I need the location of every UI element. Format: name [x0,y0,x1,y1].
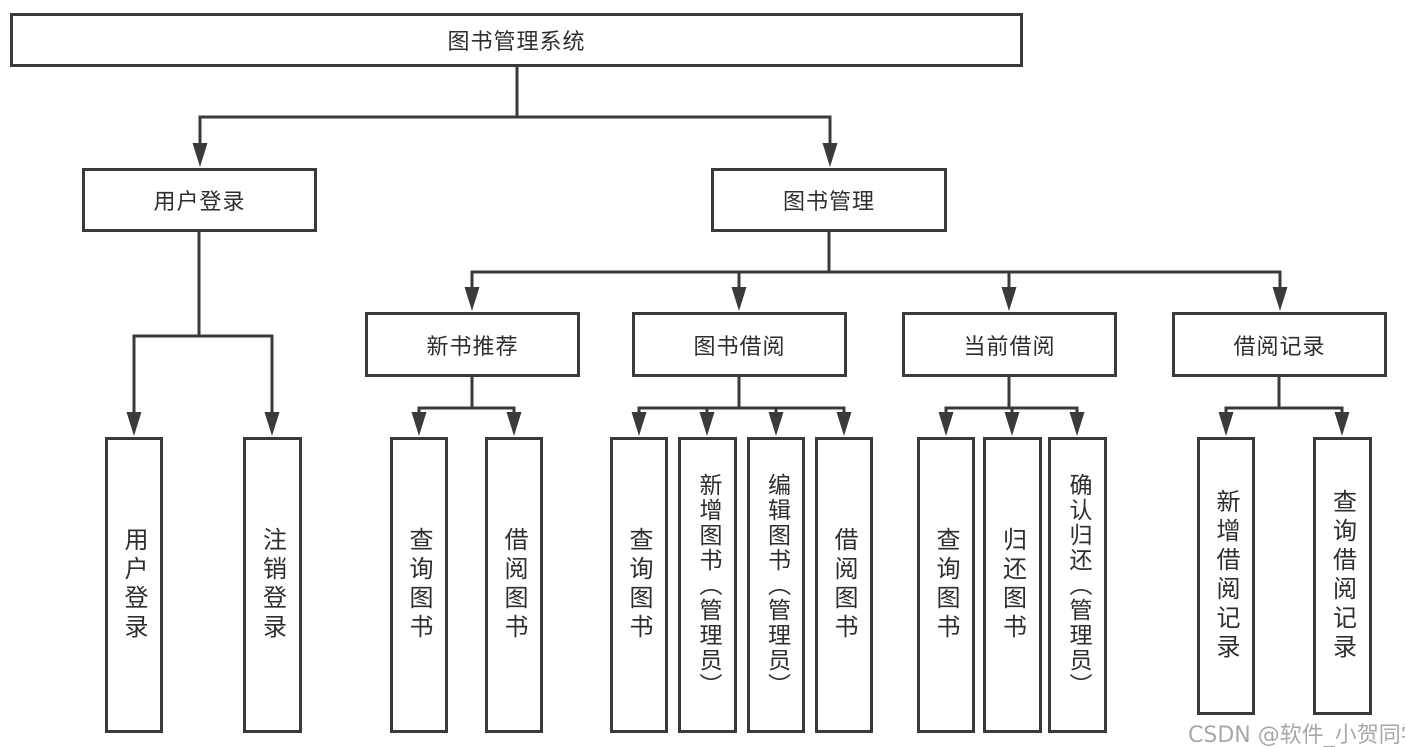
node-root-label: 图书管理系统 [447,30,586,55]
node-book-borrow-label: 图书借阅 [693,334,786,360]
node-borrow-record-label: 借阅记录 [1233,334,1326,360]
leaf-query-books-2: 查询图书 [610,437,668,733]
leaf-borrow-books-2: 借阅图书 [815,437,873,733]
node-user-login-label: 用户登录 [153,190,246,215]
connector-record-to-leaves [1218,375,1350,436]
leaf-user-login: 用户登录 [105,437,163,733]
connector-root-to-level2 [192,66,838,167]
node-book-management: 图书管理 [711,168,947,232]
node-book-borrow: 图书借阅 [632,312,847,377]
leaf-add-books-admin: 新增图书（管理员） [678,437,737,733]
leaf-logout: 注销登录 [243,437,302,733]
node-borrow-record: 借阅记录 [1172,312,1387,377]
connector-login-to-leaves [126,231,280,436]
connector-current-to-leaves [938,375,1085,436]
connector-mgmt-to-level3 [464,231,1288,311]
leaf-query-books: 查询图书 [390,437,448,733]
leaf-return-books: 归还图书 [983,437,1042,733]
node-new-book-recommend-label: 新书推荐 [426,334,519,360]
leaf-edit-books-admin: 编辑图书（管理员） [747,437,805,733]
node-current-borrow-label: 当前借阅 [963,334,1056,360]
leaf-confirm-return-admin: 确认归还（管理员） [1048,437,1107,733]
leaf-query-books-3: 查询图书 [917,437,975,733]
connector-borrow-to-leaves [631,375,852,436]
leaf-add-borrow-record: 新增借阅记录 [1197,437,1255,715]
leaf-borrow-books: 借阅图书 [485,437,543,733]
node-current-borrow: 当前借阅 [902,312,1117,377]
node-book-management-label: 图书管理 [782,190,875,215]
csdn-watermark: CSDN @软件_小贺同学 [1188,723,1405,747]
node-new-book-recommend: 新书推荐 [365,312,580,377]
node-user-login: 用户登录 [82,168,317,232]
leaf-query-borrow-record: 查询借阅记录 [1313,437,1372,715]
connector-newbook-to-leaves [411,375,522,436]
node-root: 图书管理系统 [10,13,1023,67]
